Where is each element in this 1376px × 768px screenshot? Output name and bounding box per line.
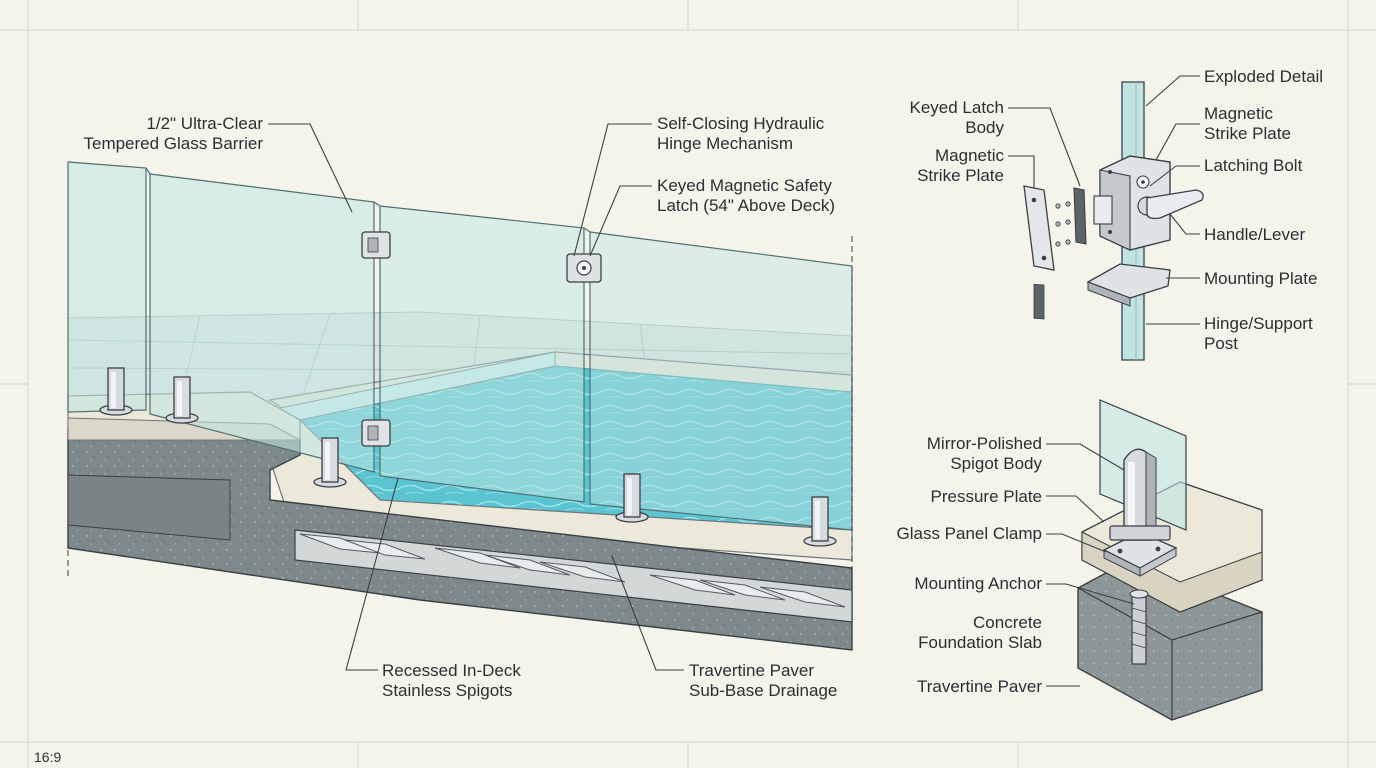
label-exploded-line1: Exploded Detail	[1204, 67, 1324, 86]
strike-screws	[1055, 201, 1071, 247]
sub-base-recess	[67, 474, 231, 541]
label-slab-line2: Foundation Slab	[918, 633, 1042, 652]
strike-plate	[1023, 185, 1055, 320]
label-travertine-paver: Travertine Paver	[860, 677, 1042, 697]
label-mounting-anchor: Mounting Anchor	[860, 574, 1042, 594]
spigot-body	[1109, 448, 1171, 541]
gate-hinge-lower	[361, 419, 391, 447]
label-spigots-line2: Stainless Spigots	[382, 681, 513, 700]
label-spigot-body-line2: Spigot Body	[950, 454, 1042, 473]
safety-latch	[566, 253, 602, 283]
aspect-ratio-tag: 16:9	[34, 749, 62, 765]
main-leader-lines	[268, 123, 684, 671]
label-support-post: Hinge/Support Post	[1204, 314, 1313, 354]
spigot-2	[165, 376, 199, 424]
spigot-section-detail	[1046, 399, 1263, 721]
label-spigot-body: Mirror-Polished Spigot Body	[860, 434, 1042, 474]
label-glass-barrier-line2: Tempered Glass Barrier	[83, 134, 263, 153]
spigot-3	[313, 437, 347, 488]
label-latch-body: Keyed Latch Body	[880, 98, 1004, 138]
mounting-anchor-bolt	[1129, 589, 1149, 665]
spigots	[99, 367, 837, 547]
gate-hinge-upper	[361, 231, 391, 259]
label-strike-right-line1: Magnetic	[1204, 104, 1273, 123]
label-glass-barrier-line1: 1/2" Ultra-Clear	[146, 114, 263, 133]
label-clamp-line1: Glass Panel Clamp	[896, 524, 1042, 543]
label-latch: Keyed Magnetic Safety Latch (54" Above D…	[657, 176, 835, 216]
label-spigots-line1: Recessed In-Deck	[382, 661, 521, 680]
label-latch-body-line1: Keyed Latch	[909, 98, 1004, 117]
label-pressure-plate-line1: Pressure Plate	[930, 487, 1043, 506]
spigot-4	[615, 473, 649, 523]
latch-leader-lines	[1008, 75, 1200, 325]
label-handle-line1: Handle/Lever	[1204, 225, 1306, 244]
latch-body	[1093, 155, 1204, 251]
label-hinge: Self-Closing Hydraulic Hinge Mechanism	[657, 114, 824, 154]
mounting-plate	[1086, 263, 1171, 307]
label-hinge-line1: Self-Closing Hydraulic	[657, 114, 825, 133]
label-hinge-line2: Hinge Mechanism	[657, 134, 794, 153]
spigot-1	[99, 367, 133, 416]
pressure-plate-base	[1102, 531, 1178, 577]
label-drainage: Travertine Paver Sub-Base Drainage	[689, 661, 837, 701]
label-drainage-line1: Travertine Paver	[689, 661, 815, 680]
label-pressure-plate: Pressure Plate	[860, 487, 1043, 507]
label-strike-left-line1: Magnetic	[935, 146, 1004, 165]
label-strike-plate-right: Magnetic Strike Plate	[1204, 104, 1291, 144]
label-mounting-plate-line1: Mounting Plate	[1204, 269, 1318, 288]
label-strike-right-line2: Strike Plate	[1204, 124, 1291, 143]
label-foundation-slab: Concrete Foundation Slab	[860, 613, 1042, 653]
spigot-leader-lines	[1046, 443, 1135, 687]
magnet-insert	[1073, 187, 1087, 245]
label-handle: Handle/Lever	[1204, 225, 1305, 245]
label-anchor-line1: Mounting Anchor	[914, 574, 1042, 593]
label-latching-bolt-line1: Latching Bolt	[1204, 156, 1303, 175]
label-latch-body-line2: Body	[965, 118, 1004, 137]
label-paver-line1: Travertine Paver	[916, 677, 1042, 696]
label-strike-plate-left: Magnetic Strike Plate	[880, 146, 1004, 186]
label-latch-line2: Latch (54" Above Deck)	[657, 196, 836, 215]
label-spigot-body-line1: Mirror-Polished	[926, 434, 1042, 453]
latch-exploded-detail	[1008, 75, 1204, 361]
label-post-line2: Post	[1204, 334, 1239, 353]
pool-main-view	[67, 123, 853, 671]
label-strike-left-line2: Strike Plate	[917, 166, 1004, 185]
label-drainage-line2: Sub-Base Drainage	[689, 681, 838, 700]
label-latch-line1: Keyed Magnetic Safety	[657, 176, 832, 195]
label-post-line1: Hinge/Support	[1204, 314, 1313, 333]
label-glass-clamp: Glass Panel Clamp	[860, 524, 1042, 544]
label-mounting-plate: Mounting Plate	[1204, 269, 1317, 289]
label-exploded-detail: Exploded Detail	[1204, 67, 1323, 87]
label-slab-line1: Concrete	[973, 613, 1042, 632]
label-spigots: Recessed In-Deck Stainless Spigots	[382, 661, 521, 701]
spigot-5	[803, 496, 837, 547]
label-glass-barrier: 1/2" Ultra-Clear Tempered Glass Barrier	[60, 114, 263, 154]
label-latching-bolt: Latching Bolt	[1204, 156, 1302, 176]
glass-barrier	[67, 161, 853, 531]
